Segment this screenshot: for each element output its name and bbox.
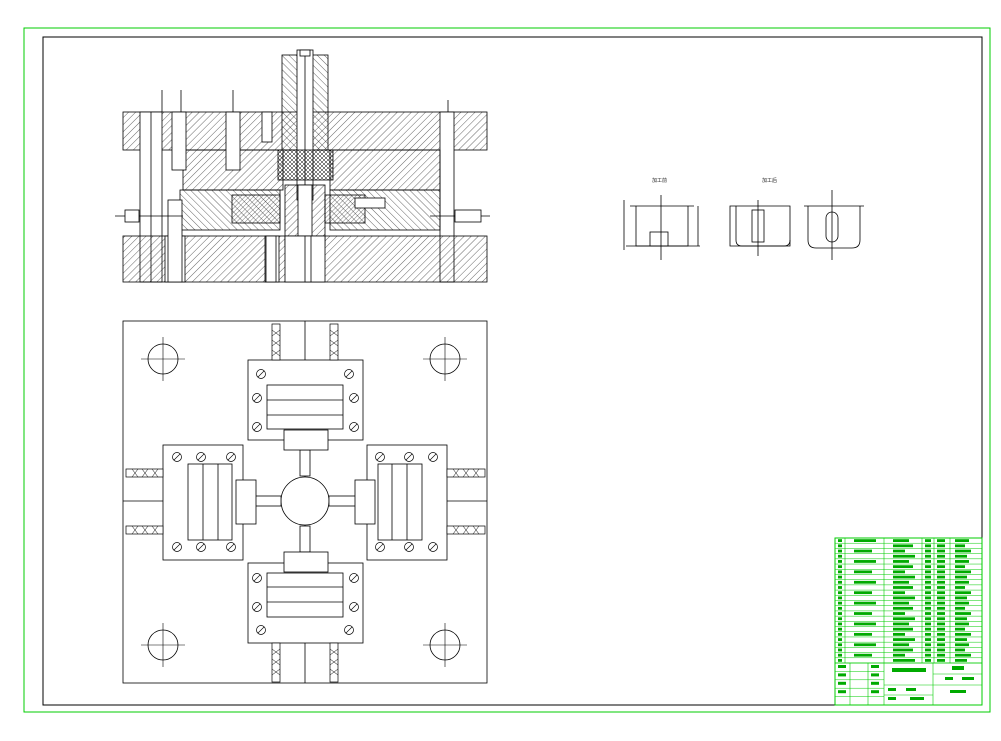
plan-view	[122, 320, 488, 684]
mounting-hole	[141, 623, 185, 667]
screw-hole	[226, 542, 236, 552]
screw-hole	[349, 573, 359, 583]
screw-hole	[349, 422, 359, 432]
screw-hole	[172, 452, 182, 462]
outer-frame	[23, 27, 991, 713]
threaded-rod	[446, 468, 486, 478]
threaded-rod	[329, 323, 339, 361]
detail-title-before: 加工前	[652, 177, 667, 184]
screw-hole	[196, 452, 206, 462]
screw-hole	[226, 452, 236, 462]
screw-hole	[252, 422, 262, 432]
threaded-rod	[329, 642, 339, 683]
screw-hole	[375, 452, 385, 462]
detail-views	[623, 190, 864, 260]
mounting-hole	[423, 337, 467, 381]
screw-hole	[252, 573, 262, 583]
section-view	[115, 49, 490, 283]
screw-hole	[252, 602, 262, 612]
title-block	[834, 537, 983, 706]
screw-hole	[404, 542, 414, 552]
screw-hole	[344, 625, 354, 635]
detail-title-after: 加工后	[762, 177, 777, 184]
screw-hole	[172, 542, 182, 552]
mounting-hole	[423, 623, 467, 667]
screw-hole	[252, 393, 262, 403]
screw-hole	[344, 369, 354, 379]
threaded-rod	[271, 642, 281, 683]
screw-hole	[375, 542, 385, 552]
mounting-hole	[141, 337, 185, 381]
screw-hole	[349, 602, 359, 612]
screw-hole	[196, 542, 206, 552]
screw-hole	[428, 452, 438, 462]
screw-hole	[256, 369, 266, 379]
threaded-rod	[446, 525, 486, 535]
screw-hole	[428, 542, 438, 552]
screw-hole	[404, 452, 414, 462]
screw-hole	[256, 625, 266, 635]
inner-frame	[42, 36, 983, 706]
threaded-rod	[271, 323, 281, 361]
threaded-rod	[125, 468, 164, 478]
screw-hole	[349, 393, 359, 403]
threaded-rod	[125, 525, 164, 535]
